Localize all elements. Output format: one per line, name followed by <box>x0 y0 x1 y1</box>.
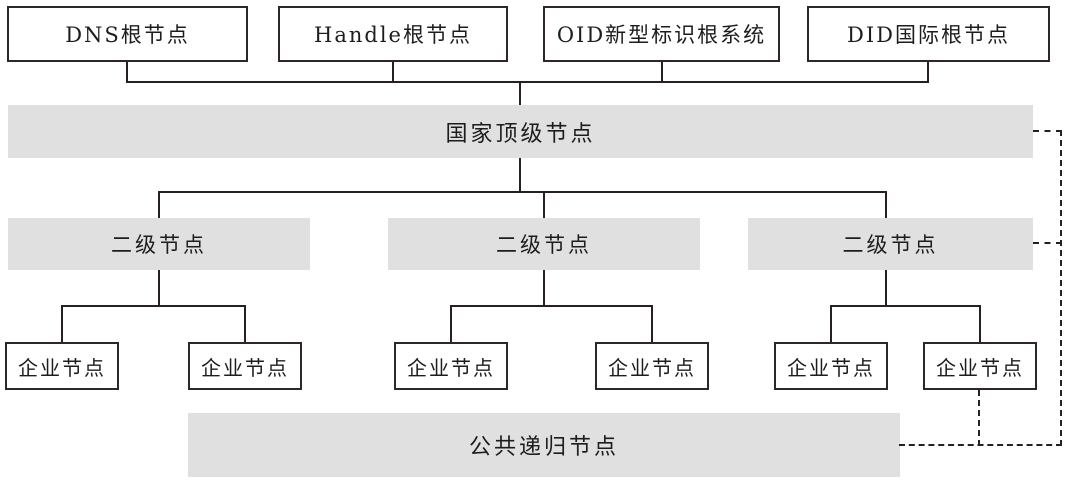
connector-group3-stem <box>885 270 887 307</box>
connector-second3-drop <box>885 191 887 218</box>
connector-group1-bus <box>61 305 246 307</box>
connector-group1-stem <box>158 270 160 307</box>
connector-root-bus <box>126 81 929 83</box>
connector-ent4-drop <box>651 305 653 342</box>
enterprise-node-2: 企业节点 <box>188 342 302 390</box>
enterprise-node-4: 企业节点 <box>595 342 709 390</box>
connector-ent5-drop <box>830 305 832 342</box>
root-node-did: DID国际根节点 <box>807 6 1050 62</box>
connector-root-handle-drop <box>392 62 394 83</box>
dashed-second3-to-rail <box>1033 242 1062 244</box>
enterprise-node-5: 企业节点 <box>774 342 888 390</box>
connector-second2-drop <box>543 191 545 218</box>
connector-group2-bus <box>450 305 653 307</box>
dashed-right-rail <box>1060 130 1062 446</box>
second-level-node-1: 二级节点 <box>8 218 310 270</box>
connector-root-oid-drop <box>661 62 663 83</box>
connector-group3-bus <box>830 305 981 307</box>
connector-ent3-drop <box>450 305 452 342</box>
connector-bus-to-national <box>519 83 521 105</box>
dashed-national-to-rail <box>1033 130 1062 132</box>
connector-ent1-drop <box>61 305 63 342</box>
enterprise-node-3: 企业节点 <box>394 342 508 390</box>
root-node-dns: DNS根节点 <box>7 6 248 62</box>
enterprise-node-1: 企业节点 <box>5 342 119 390</box>
root-node-oid: OID新型标识根系统 <box>543 6 780 62</box>
connector-group2-stem <box>543 270 545 307</box>
connector-root-dns-drop <box>126 62 128 83</box>
connector-second1-drop <box>158 191 160 218</box>
enterprise-node-6: 企业节点 <box>923 342 1037 390</box>
connector-national-drop <box>519 158 521 193</box>
second-level-node-2: 二级节点 <box>388 218 700 270</box>
root-node-handle: Handle根节点 <box>278 6 508 62</box>
connector-ent6-drop <box>979 305 981 342</box>
second-level-node-3: 二级节点 <box>748 218 1033 270</box>
national-top-node: 国家顶级节点 <box>8 105 1033 158</box>
connector-root-did-drop <box>927 62 929 83</box>
dashed-ent6-to-recursive <box>978 390 980 446</box>
connector-ent2-drop <box>244 305 246 342</box>
public-recursive-node: 公共递归节点 <box>188 413 900 477</box>
connector-second-bus <box>158 191 887 193</box>
dashed-recursive-to-rail <box>899 444 1062 446</box>
